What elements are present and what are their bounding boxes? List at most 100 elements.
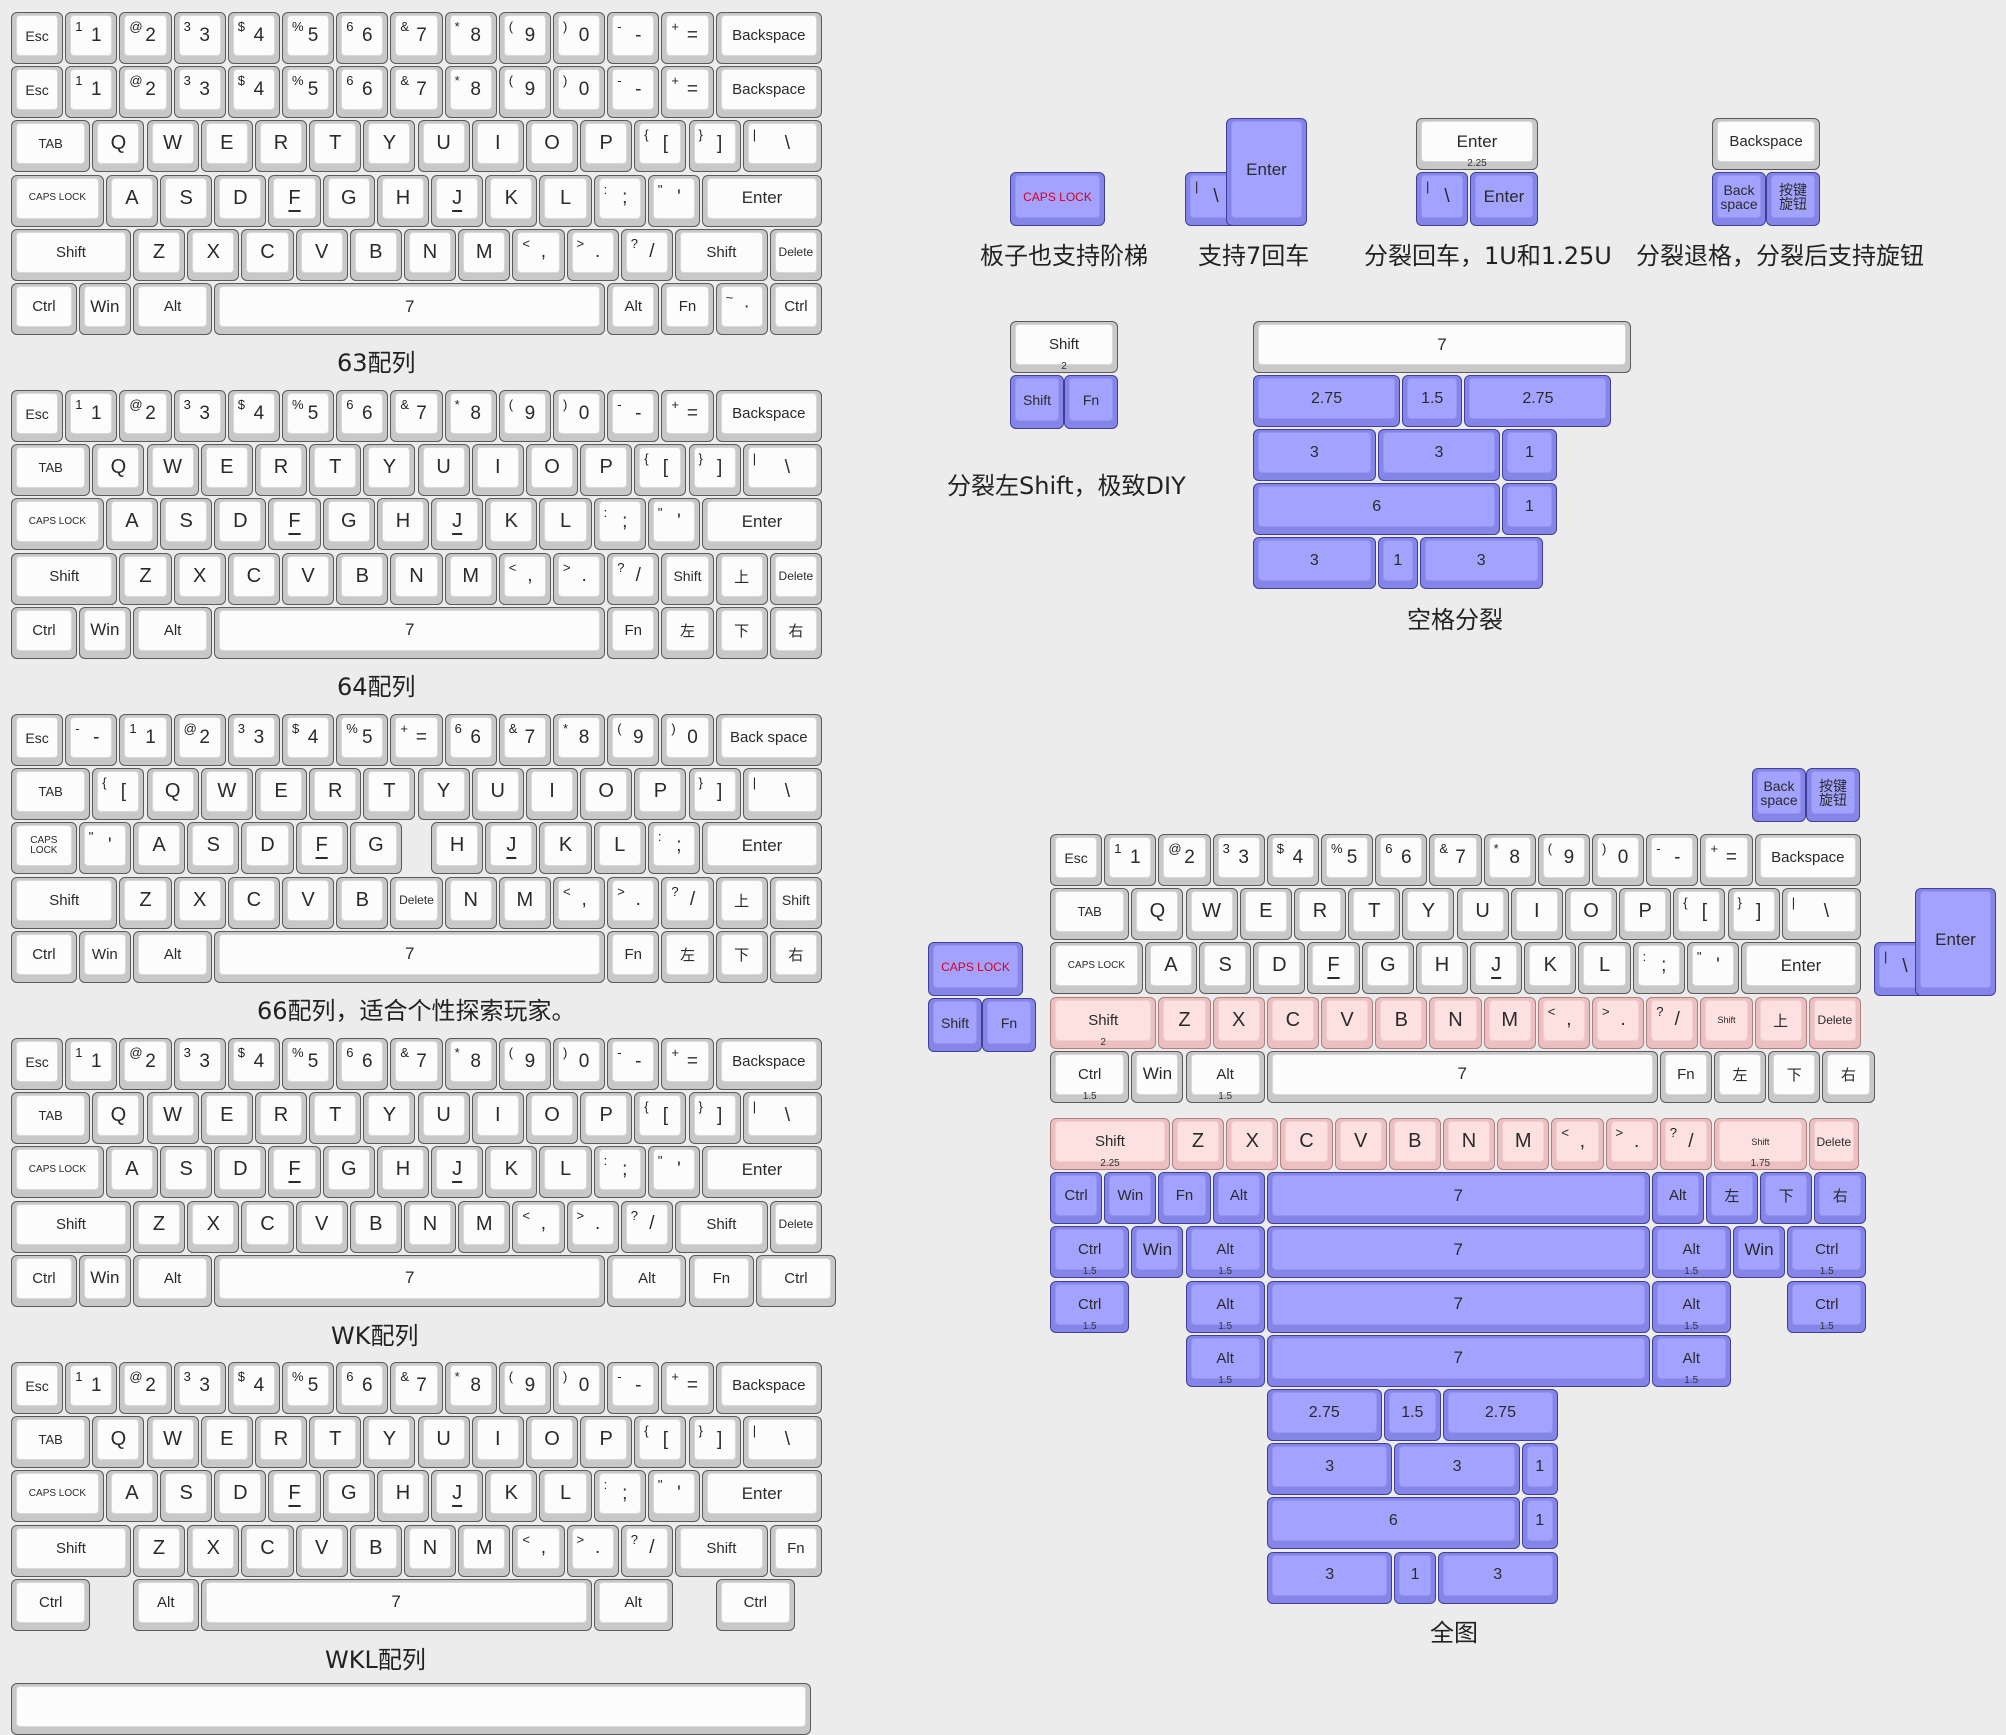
key-n0-s0[interactable]: )0 <box>661 714 714 766</box>
key-d[interactable]: D <box>214 498 267 551</box>
key-n2-s2[interactable]: @2 <box>119 1362 172 1414</box>
key-bsl-bsl-s[interactable]: |\ <box>1781 888 1861 941</box>
key-tilde-tilde-s[interactable]: ~· <box>715 283 768 335</box>
key-alt[interactable]: Alt <box>607 1254 687 1307</box>
key-n5-s5[interactable]: %5 <box>336 714 389 766</box>
key-s[interactable]: S <box>160 1470 213 1523</box>
key-i[interactable]: I <box>1510 888 1563 941</box>
key-v[interactable]: V <box>282 876 335 929</box>
key-c[interactable]: C <box>241 1200 294 1253</box>
key-up[interactable]: 上 <box>1754 996 1807 1049</box>
key-y[interactable]: Y <box>363 120 416 173</box>
key-n7-s7[interactable]: &7 <box>390 12 443 64</box>
key-esc[interactable]: Esc <box>1050 834 1103 886</box>
key-lbr-lbr-s[interactable]: {[ <box>634 120 687 173</box>
key-split-enter[interactable]: Enter <box>1470 172 1538 226</box>
key-n2-s2[interactable]: @2 <box>173 714 226 766</box>
key-n9-s9[interactable]: (9 <box>498 66 551 119</box>
key-fn[interactable]: Fn <box>769 1524 822 1577</box>
key-l[interactable]: L <box>593 822 646 875</box>
key-ctrl[interactable]: Ctrl <box>1050 1172 1103 1225</box>
key-left[interactable]: 左 <box>661 606 714 659</box>
key-j[interactable]: J <box>485 822 538 875</box>
key-j[interactable]: J <box>431 1146 484 1199</box>
key-u[interactable]: U <box>417 444 470 497</box>
key-y[interactable]: Y <box>363 1416 416 1469</box>
key-equal-equal-s[interactable]: += <box>661 12 714 64</box>
key-space-1-c[interactable]: 1 <box>1377 537 1418 589</box>
key-fn[interactable]: Fn <box>1659 1050 1712 1103</box>
key-q[interactable]: Q <box>92 120 145 173</box>
key-bsl-bsl-s[interactable]: |\ <box>742 120 822 173</box>
key-n2-s2[interactable]: @2 <box>119 12 172 64</box>
key-space[interactable]: 7 <box>200 1578 592 1631</box>
key-alt[interactable]: Alt <box>132 606 213 659</box>
key-b[interactable]: B <box>349 228 402 281</box>
key-comma-comma-s[interactable]: <, <box>512 1200 565 1253</box>
key-n4-s4[interactable]: $4 <box>1266 834 1319 886</box>
key-ctrl[interactable]: Ctrl <box>715 1578 795 1631</box>
key-z[interactable]: Z <box>119 552 172 605</box>
key-r[interactable]: R <box>1293 888 1347 941</box>
key-enter[interactable]: Enter <box>702 1146 822 1199</box>
key-p[interactable]: P <box>580 120 633 173</box>
key-left[interactable]: 左 <box>661 930 714 983</box>
key-dot-dot-s[interactable]: >. <box>607 876 660 929</box>
key-x[interactable]: X <box>187 1200 240 1253</box>
key-k[interactable]: K <box>485 498 538 551</box>
key-alt[interactable]: Alt <box>132 1578 199 1631</box>
key-space[interactable]: 7 <box>1266 1172 1650 1225</box>
key-iso-enter[interactable]: Enter <box>1226 118 1307 226</box>
key-quote-quote-s[interactable]: "' <box>647 498 701 551</box>
key-o[interactable]: O <box>525 120 579 173</box>
key-comma-comma-s[interactable]: <, <box>1551 1118 1604 1170</box>
key-d[interactable]: D <box>214 1470 267 1523</box>
key-caps-stepped[interactable]: CAPS LOCK <box>1010 172 1105 226</box>
key-x[interactable]: X <box>1226 1118 1279 1170</box>
key-g[interactable]: G <box>349 822 402 875</box>
key-dot-dot-s[interactable]: >. <box>1605 1118 1658 1170</box>
key-shift[interactable]: Shift <box>769 876 822 929</box>
key-n0-s0[interactable]: )0 <box>553 1362 606 1414</box>
key-backspace[interactable]: Backspace <box>715 1362 822 1414</box>
key-e[interactable]: E <box>254 768 308 821</box>
key-win[interactable]: Win <box>78 930 131 983</box>
key-s[interactable]: S <box>160 498 213 551</box>
key-g[interactable]: G <box>322 498 375 551</box>
key-semi-semi-s[interactable]: :; <box>647 822 701 875</box>
key-b[interactable]: B <box>349 1200 402 1253</box>
key-minus-minus-s[interactable]: -- <box>65 714 118 766</box>
key-semi-semi-s[interactable]: :; <box>593 498 646 551</box>
key-full-space-275-right[interactable]: 2.75 <box>1443 1389 1558 1441</box>
key-full-space-3[interactable]: 3 <box>1267 1443 1393 1496</box>
key-v[interactable]: V <box>1321 996 1374 1049</box>
key-m[interactable]: M <box>498 876 551 929</box>
key-r[interactable]: R <box>254 444 308 497</box>
key-n4-s4[interactable]: $4 <box>227 12 280 64</box>
key-shift[interactable]: Shift <box>11 1524 131 1577</box>
key-space-1[interactable]: 1 <box>1502 429 1557 481</box>
key-alt[interactable]: Alt <box>132 283 213 335</box>
key-alt[interactable]: Alt <box>1651 1172 1704 1225</box>
key-u[interactable]: U <box>471 768 524 821</box>
key-rbr-rbr-s[interactable]: }] <box>688 1092 741 1145</box>
key-left[interactable]: 左 <box>1713 1050 1767 1103</box>
key-w[interactable]: W <box>146 1416 199 1469</box>
key-s[interactable]: S <box>1199 942 1252 995</box>
key-right[interactable]: 右 <box>769 930 822 983</box>
key-b[interactable]: B <box>349 1524 402 1577</box>
key-x[interactable]: X <box>187 1524 240 1577</box>
key-shift[interactable]: Shift <box>661 552 714 605</box>
key-full-fn-split[interactable]: Fn <box>982 998 1036 1052</box>
key-rbr-rbr-s[interactable]: }] <box>688 120 741 173</box>
